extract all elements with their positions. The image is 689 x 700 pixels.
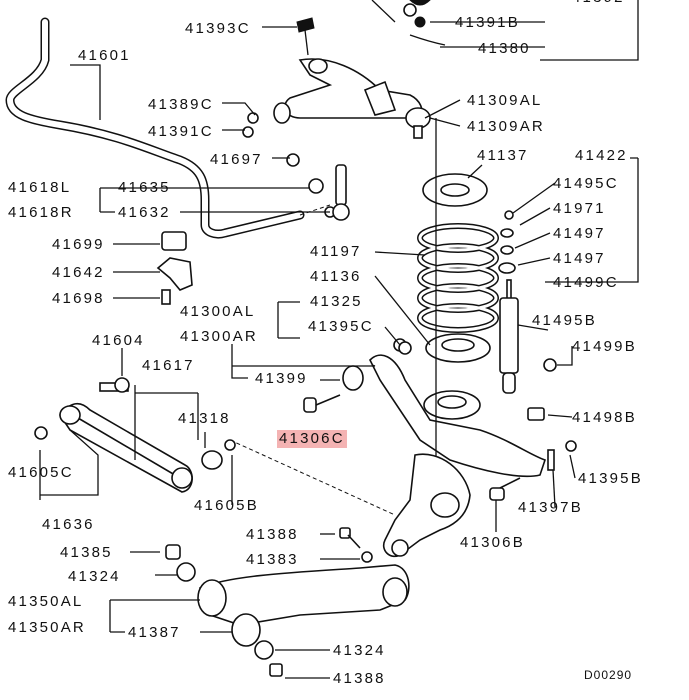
label-41397B: 41397B: [518, 499, 583, 516]
diagram-code: D00290: [584, 668, 633, 682]
label-41350AL: 41350AL: [8, 593, 84, 610]
label-41388-b: 41388: [333, 670, 386, 687]
label-41601: 41601: [78, 47, 131, 64]
label-41137: 41137: [477, 147, 529, 164]
label-41393C: 41393C: [185, 20, 251, 37]
label-41324-a: 41324: [68, 568, 121, 585]
shock-absorber: [498, 210, 519, 394]
stabilizer-bar: [5, 17, 331, 239]
top-right-bracket: [371, 0, 639, 61]
label-41387: 41387: [128, 624, 181, 641]
label-41495B: 41495B: [532, 312, 597, 329]
label-41636: 41636: [42, 516, 95, 533]
spring-seat-lower: [425, 333, 491, 363]
label-41618R: 41618R: [8, 204, 74, 221]
spring-seat-upper: [422, 173, 488, 207]
label-41497-a: 41497: [553, 225, 606, 242]
label-41632: 41632: [118, 204, 171, 221]
label-41300AL: 41300AL: [180, 303, 256, 320]
upper-arm: [273, 58, 431, 139]
trailing-arm: [197, 564, 410, 647]
label-41380: 41380: [478, 40, 531, 57]
label-41309AL: 41309AL: [467, 92, 543, 109]
small-parts: [34, 3, 577, 677]
coil-spring-inner: [418, 224, 498, 332]
label-41635: 41635: [118, 179, 171, 196]
label-41699: 41699: [52, 236, 105, 253]
label-41495C: 41495C: [553, 175, 619, 192]
label-41391B: 41391B: [455, 14, 520, 31]
label-41642: 41642: [52, 264, 105, 281]
label-41499B: 41499B: [572, 338, 637, 355]
label-41497-b: 41497: [553, 250, 606, 267]
lateral-rod: [59, 377, 223, 493]
label-41318: 41318: [178, 410, 231, 427]
label-41395C: 41395C: [308, 318, 374, 335]
label-41391C: 41391C: [148, 123, 214, 140]
label-41325: 41325: [310, 293, 363, 310]
knuckle: [382, 453, 471, 558]
label-41698: 41698: [52, 290, 105, 307]
label-41389C: 41389C: [148, 96, 214, 113]
label-41392-partial: 41392: [572, 0, 625, 7]
label-41499C: 41499C: [553, 274, 619, 291]
label-41498B: 41498B: [572, 409, 637, 426]
label-41605B: 41605B: [194, 497, 259, 514]
label-41971: 41971: [553, 200, 606, 217]
label-41309AR: 41309AR: [467, 118, 545, 135]
label-41197: 41197: [310, 243, 362, 260]
label-41605C: 41605C: [8, 464, 74, 481]
label-41618L: 41618L: [8, 179, 72, 196]
coil-spring: [417, 223, 499, 333]
leader-lines: [39, 21, 639, 679]
label-41422: 41422: [575, 147, 628, 164]
lower-arm: [342, 338, 555, 478]
label-41306B: 41306B: [460, 534, 525, 551]
label-41350AR: 41350AR: [8, 619, 86, 636]
label-41136: 41136: [310, 268, 362, 285]
label-41383: 41383: [246, 551, 299, 568]
label-41697: 41697: [210, 151, 263, 168]
label-41385: 41385: [60, 544, 113, 561]
label-41604: 41604: [92, 332, 145, 349]
label-41399: 41399: [255, 370, 308, 387]
label-41395B: 41395B: [578, 470, 643, 487]
label-41300AR: 41300AR: [180, 328, 258, 345]
label-41388-a: 41388: [246, 526, 299, 543]
label-41324-b: 41324: [333, 642, 386, 659]
label-41617: 41617: [142, 357, 195, 374]
label-41306C-highlighted: 41306C: [277, 430, 347, 448]
